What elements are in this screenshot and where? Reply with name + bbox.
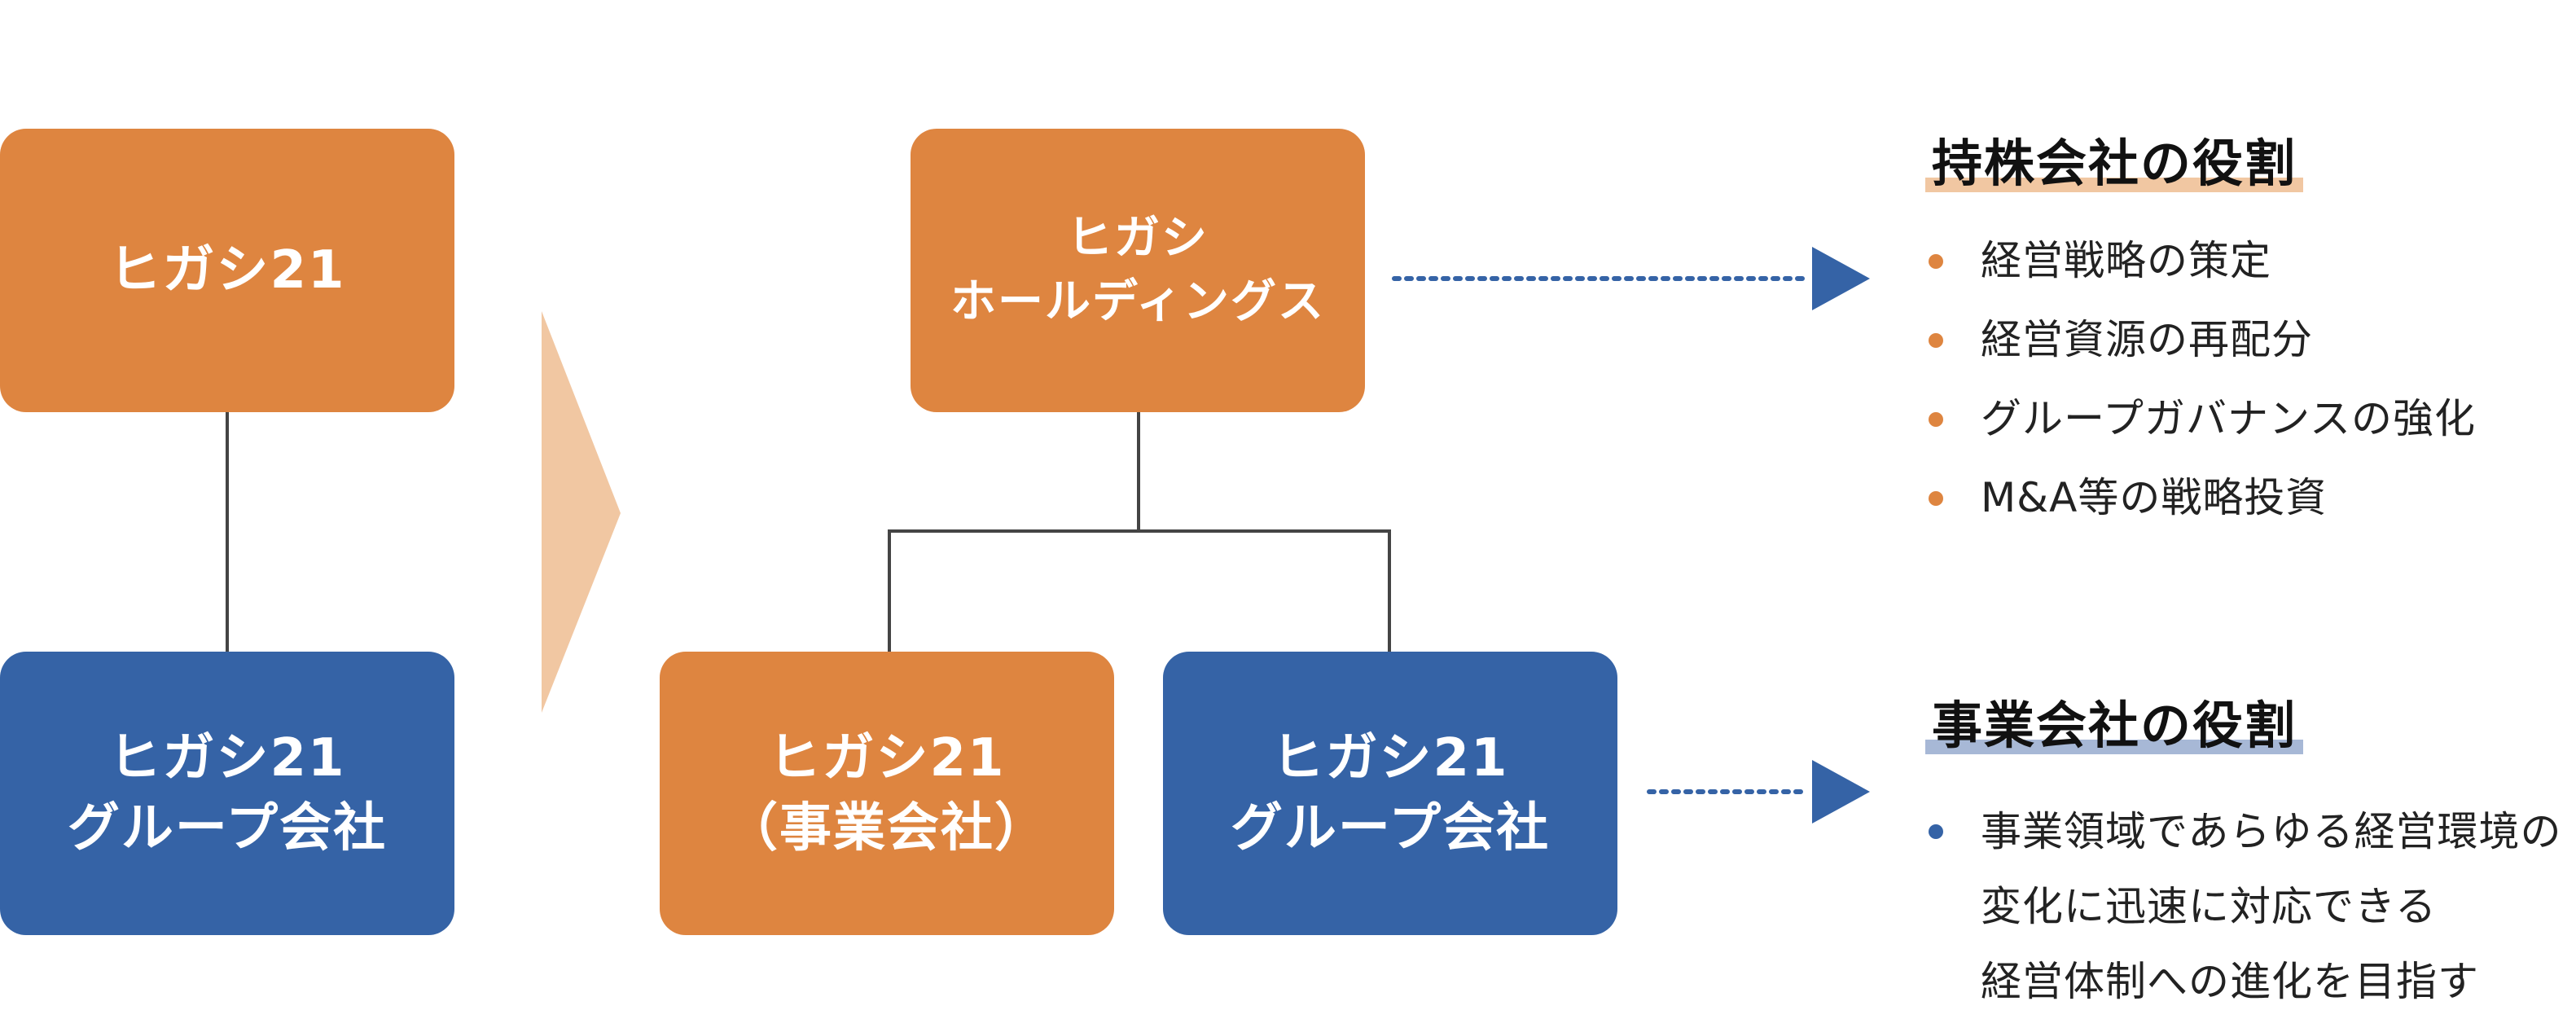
after-group-line-1: ヒガシ21 (1271, 727, 1509, 788)
holding-company-box: ヒガシ ホールディングス (911, 129, 1365, 412)
holding-role-title: 持株会社の役割 (1925, 122, 2304, 195)
holding-line-2: ホールディングス (950, 275, 1326, 328)
bullet-icon (1929, 491, 1943, 506)
operating-company-box: ヒガシ21 （事業会社） (660, 652, 1114, 935)
business-role-title: 事業会社の役割 (1925, 684, 2304, 758)
holding-connector-vertical (1137, 407, 1140, 532)
list-item: グループガバナンスの強化 (1929, 380, 2476, 459)
business-arrow-icon (1812, 760, 1870, 824)
transition-arrow-icon (542, 311, 621, 713)
before-company-label: ヒガシ21 (108, 239, 346, 301)
list-item: M&A等の戦略投資 (1929, 459, 2476, 538)
operating-line-1: ヒガシ21 (768, 727, 1006, 788)
list-item-continuation: 経営体制への進化を目指す (1981, 958, 2479, 1005)
before-company-box: ヒガシ21 (0, 129, 454, 412)
bullet-icon (1929, 333, 1943, 348)
list-item: 事業領域であらゆる経営環境の (1929, 794, 2562, 869)
before-group-line-2: グループ会社 (67, 798, 388, 859)
before-group-line-1: ヒガシ21 (108, 727, 346, 788)
operating-connector (888, 529, 891, 652)
holding-line-1: ヒガシ (1067, 211, 1209, 265)
holding-arrow-icon (1812, 247, 1870, 310)
operating-line-2: （事業会社） (726, 798, 1048, 859)
group-connector (1388, 529, 1391, 652)
bullet-icon (1929, 254, 1943, 269)
before-group-box: ヒガシ21 グループ会社 (0, 652, 454, 935)
list-item: 経営資源の再配分 (1929, 301, 2476, 380)
after-group-box: ヒガシ21 グループ会社 (1163, 652, 1617, 935)
holding-role-list: 経営戦略の策定 経営資源の再配分 グループガバナンスの強化 M&A等の戦略投資 (1929, 222, 2476, 538)
list-item: 経営戦略の策定 (1929, 222, 2476, 301)
holding-connector-horizontal (888, 529, 1391, 533)
bullet-icon (1929, 824, 1943, 839)
after-group-line-2: グループ会社 (1230, 798, 1551, 859)
before-connector (226, 407, 229, 652)
bullet-icon (1929, 412, 1943, 427)
list-item-continuation: 変化に迅速に対応できる (1981, 883, 2437, 930)
business-role-list: 事業領域であらゆる経営環境の 変化に迅速に対応できる 経営体制への進化を目指す (1929, 794, 2562, 1019)
